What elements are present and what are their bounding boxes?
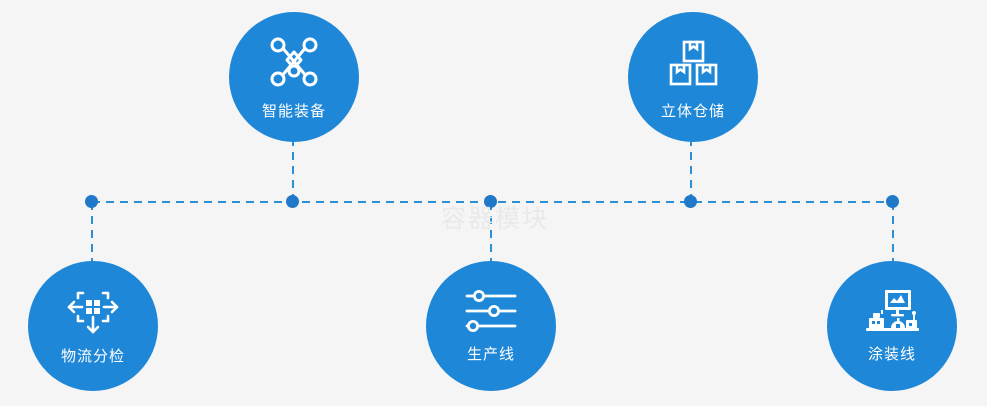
node-painting-line[interactable]: 涂装线	[827, 261, 957, 391]
node-smart-equipment[interactable]: 智能装备	[229, 12, 359, 142]
paint-booth-icon	[862, 288, 922, 334]
junction-dot-warehouse	[684, 195, 697, 208]
network-nodes-icon	[266, 34, 322, 90]
node-label-production-line: 生产线	[466, 345, 515, 363]
node-label-logistics-sorting: 物流分检	[60, 347, 125, 365]
sliders-icon	[463, 288, 519, 334]
node-label-smart-equipment: 智能装备	[261, 101, 326, 120]
node-logistics-sorting[interactable]: 物流分检	[28, 261, 158, 391]
node-stereo-warehouse[interactable]: 立体仓储	[628, 12, 758, 142]
junction-dot-center	[484, 195, 497, 208]
node-production-line[interactable]: 生产线	[426, 261, 556, 391]
junction-dot-right	[886, 195, 899, 208]
junction-dot-smart	[286, 195, 299, 208]
junction-dot-left	[85, 195, 98, 208]
node-label-painting-line: 涂装线	[867, 345, 916, 363]
stacked-boxes-icon	[665, 34, 721, 90]
sorting-arrows-icon	[65, 286, 121, 336]
center-watermark: 容器模块	[440, 204, 549, 233]
node-label-stereo-warehouse: 立体仓储	[660, 101, 725, 120]
